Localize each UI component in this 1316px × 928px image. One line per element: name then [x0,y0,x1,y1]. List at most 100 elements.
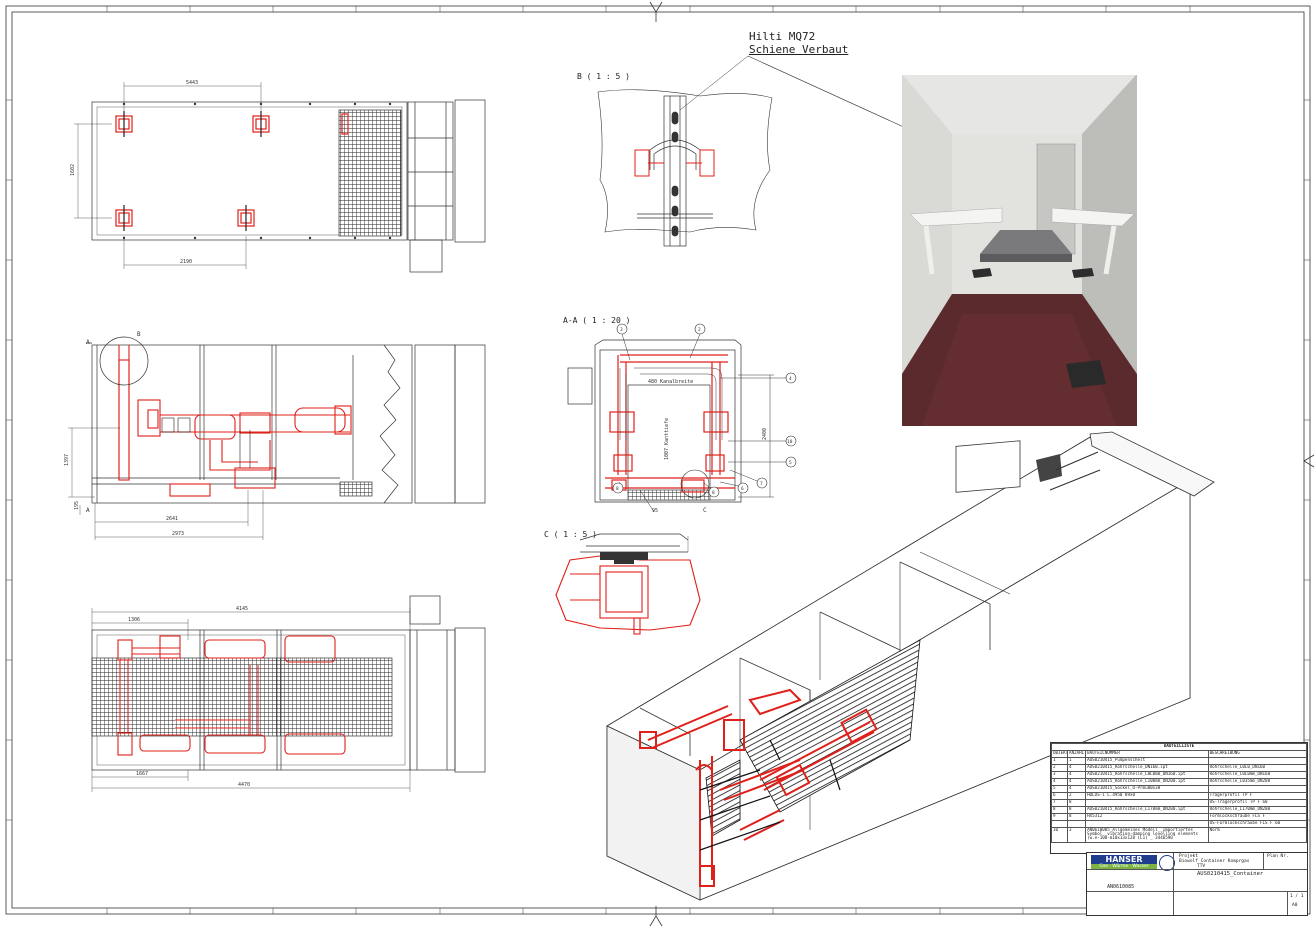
parts-cell [1207,757,1308,765]
annotation-line2: Schiene Verbaut [749,43,849,56]
parts-cell: US-Formlockschraube FLS F 60 [1207,820,1308,828]
company-tagline: Gas · Wärme · Wasser [1091,864,1157,869]
parts-header: BAUTEILNUMMER [1085,750,1209,758]
parts-cell [1207,785,1308,793]
detail-aa-title: A-A ( 1 : 20 ) [563,316,631,325]
top-view [74,82,486,273]
parts-cell: 8 [1067,799,1087,807]
parts-cell: Formlockschraube FLS F [1207,813,1308,821]
annotation-line1: Hilti MQ72 [749,30,816,43]
centering-marks [649,1,1315,927]
company-name: HANSER [1091,855,1157,864]
parts-cell: 6 [1050,792,1069,800]
dim-plan-1306: 1306 [128,617,140,623]
parts-cell: AN0610085_Allgemeines Modell__Importiert… [1085,827,1209,843]
parts-list: BAUTEILLISTE OBJEKT ANZAHL BAUTEILNUMMER… [1050,742,1308,854]
balloon-bottom-6: 6 [741,486,744,492]
dim-bottom-2973: 2973 [172,531,184,537]
parts-cell: Rohrschelle_L170mm_DN200 [1207,806,1308,814]
parts-cell: 4 [1067,778,1087,786]
drawing-number: AN0610085 [1107,884,1135,890]
front-view [68,336,486,540]
plan-label: Plan Nr. [1267,854,1289,859]
plan-view [91,595,486,792]
parts-cell: 4 [1067,785,1087,793]
parts-cell: 1 [1067,757,1087,765]
dimension-texts: 5443 1602 2190 A A B 1397 195 2641 2973 … [64,80,793,788]
parts-cell: 2 [1067,792,1087,800]
parts-cell: Norm [1207,827,1308,843]
isometric-view [606,431,1215,901]
parts-cell: 4 [1067,764,1087,772]
project-name: Biowolf Container Komprgas [1179,859,1250,864]
parts-cell: AUS0210415_Rohrschelle_L100mm_DN200.ipt [1085,778,1209,786]
table-row: US-Formlockschraube FLS F 60 [1050,820,1308,828]
parts-header: ANZAHL [1067,750,1087,758]
parts-cell: AUS0210415_Sockel_U-Prmu80x38 [1085,785,1209,793]
mark-a-bottom: A [86,507,90,514]
dim-plan-4470: 4470 [238,782,250,788]
drawing-name: AUS0210415_Container [1197,871,1264,877]
dim-bottom-2190: 2190 [180,259,192,265]
parts-cell [1050,820,1069,828]
balloon-bottom-7: 7 [760,481,763,487]
parts-cell: 4 [1050,778,1069,786]
mark-b: B [137,331,141,338]
parts-cell: AUS0210415_Pumpenschelt [1085,757,1209,765]
sheet-number: 1 / 1 [1290,894,1304,899]
label-kanalbreite: 480 Kanalbreite [648,379,693,385]
parts-cell: 2 [1050,764,1069,772]
balloon-top-3: 3 [620,327,623,333]
dim-bottom-2641: 2641 [166,516,178,522]
parts-header: OBJEKT [1050,750,1069,758]
parts-cell: Rohrschelle_L0L0mm_DN160 [1207,771,1308,779]
dim-bottom-95: 95 [652,508,658,514]
parts-cell: 9 [1050,813,1069,821]
balloon-bottom-8a: 8 [616,486,619,492]
project-sub: TTV [1197,864,1206,869]
dim-top-5443: 5443 [186,80,198,86]
balloon-right-10: 10 [787,439,793,445]
parts-cell: 5 [1050,785,1069,793]
sheet-frame [5,5,1311,915]
parts-cell: Trägerprofil TP F [1207,792,1308,800]
parts-header-row: OBJEKT ANZAHL BAUTEILNUMMER BESCHREIBUNG [1050,750,1308,758]
revision: A0 [1292,903,1298,908]
parts-cell [1085,799,1209,807]
container-interior-photo [902,74,1137,426]
parts-cell: AUS0210415_Rohrschelle_DN160.ipt [1085,764,1209,772]
balloon-right-5: 5 [789,460,792,466]
balloon-right-4: 4 [789,376,792,382]
parts-table: BAUTEILLISTE OBJEKT ANZAHL BAUTEILNUMMER… [1050,743,1308,843]
parts-cell: 8 [1050,806,1069,814]
dim-plan-1667: 1667 [136,771,148,777]
parts-cell: 8 [1067,806,1087,814]
parts-cell: 7 [1050,799,1069,807]
parts-cell: Rohrschelle_L035mm_DN200 [1207,778,1308,786]
parts-cell: HOLOS-1 L.4950 89x0 [1085,792,1209,800]
parts-cell: 1 [1050,757,1069,765]
parts-cell: AUS0210415_Rohrschelle_L0L0mm_DN160.ipt [1085,771,1209,779]
annotation-hilti: Hilti MQ72 Schiene Verbaut [749,30,848,56]
parts-cell: AUS0210415_Rohrschelle_L170mm_DN200.ipt [1085,806,1209,814]
parts-list-title: BAUTEILLISTE [1051,743,1307,751]
dim-small-195: 195 [74,501,80,510]
parts-cell: US-Trägerprofil TP F 60 [1207,799,1308,807]
balloon-top-2: 2 [698,327,701,333]
mark-c: C [703,507,707,514]
certification-seal-icon [1159,855,1175,871]
label-kanttiefe: 1007 Kanttiefe [664,418,670,460]
detail-c-title: C ( 1 : 5 ) [544,530,597,539]
title-block: HANSER Gas · Wärme · Wasser Projekt Plan… [1086,852,1308,916]
detail-c [555,533,701,635]
